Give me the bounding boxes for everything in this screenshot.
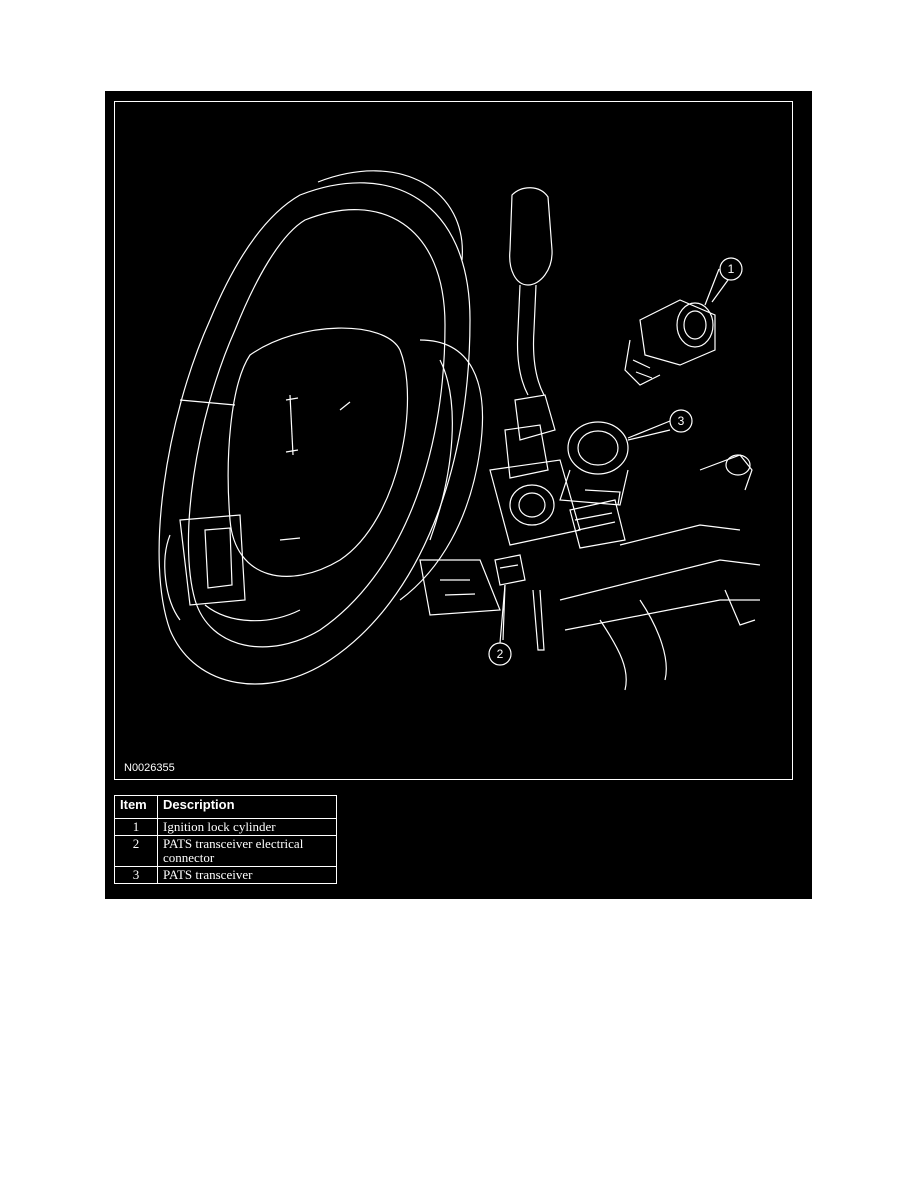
legend-item-description: PATS transceiver electrical connector — [157, 835, 337, 867]
column-assembly-drawing — [419, 454, 761, 691]
legend-row: 3 PATS transceiver — [114, 866, 337, 884]
legend-row: 2 PATS transceiver electrical connector — [114, 835, 337, 867]
callout-label-1: 1 — [727, 262, 735, 276]
callout-circle-1 — [719, 257, 743, 281]
legend-item-number: 3 — [114, 866, 158, 884]
illustration-frame — [114, 101, 793, 780]
callout-label-3: 3 — [677, 414, 685, 428]
pats-transceiver-drawing — [559, 421, 671, 506]
ignition-lock-cylinder-drawing — [624, 279, 729, 386]
callout-leader-lines — [499, 268, 720, 644]
legend-row: 1 Ignition lock cylinder — [114, 818, 337, 836]
header-item: Item — [114, 795, 158, 819]
figure-id: N0026355 — [124, 762, 175, 774]
shift-lever-drawing — [504, 187, 556, 479]
legend-item-number: 1 — [114, 818, 158, 836]
legend-table: Item Description 1 Ignition lock cylinde… — [114, 795, 337, 884]
steering-wheel-drawing — [158, 170, 484, 685]
callout-circle-3 — [669, 409, 693, 433]
legend-item-number: 2 — [114, 835, 158, 867]
legend-item-description: Ignition lock cylinder — [157, 818, 337, 836]
legend-header-row: Item Description — [114, 795, 337, 819]
lock-housing-drawing — [489, 459, 626, 549]
callout-label-2: 2 — [496, 647, 504, 661]
legend-item-description: PATS transceiver — [157, 866, 337, 884]
pats-connector-drawing — [494, 554, 545, 651]
header-description: Description — [157, 795, 337, 819]
callout-circle-2 — [488, 642, 512, 666]
